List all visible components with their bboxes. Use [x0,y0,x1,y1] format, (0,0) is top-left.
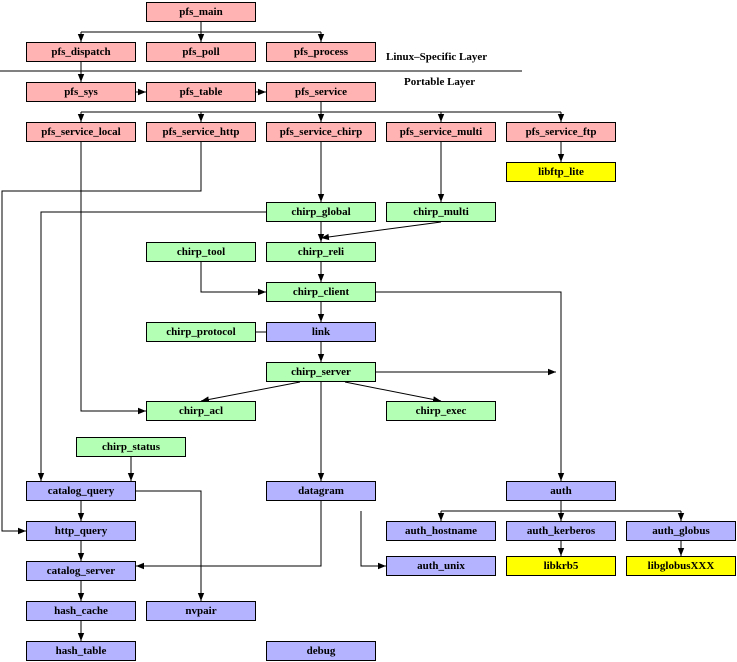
portable-layer-label: Portable Layer [404,76,476,88]
node-http-query: http_query [26,521,136,541]
node-chirp-global: chirp_global [266,202,376,222]
edge-multi-reli [320,221,442,241]
node-chirp-multi: chirp_multi [386,202,496,222]
node-link: link [266,322,376,342]
edge-server-acl [200,381,301,403]
node-auth-hostname: auth_hostname [386,521,496,541]
node-auth-globus: auth_globus [626,521,736,541]
edge-datagram-catalog-server [136,501,322,570]
node-pfs-dispatch: pfs_dispatch [26,42,136,62]
edge-local-to-chirp-acl [80,142,146,415]
edge-catalog-query-nvpair [136,490,205,601]
node-chirp-exec: chirp_exec [386,401,496,421]
node-chirp-client: chirp_client [266,282,376,302]
node-pfs-service-local: pfs_service_local [26,122,136,142]
node-chirp-reli: chirp_reli [266,242,376,262]
node-nvpair: nvpair [146,601,256,621]
node-pfs-service-chirp: pfs_service_chirp [266,122,376,142]
node-pfs-main: pfs_main [146,2,256,22]
edge-server-exec [344,381,442,403]
node-pfs-service: pfs_service [266,82,376,102]
edge-tool-client [200,262,266,296]
node-pfs-service-multi: pfs_service_multi [386,122,496,142]
node-chirp-protocol: chirp_protocol [146,322,256,342]
node-pfs-service-http: pfs_service_http [146,122,256,142]
node-chirp-acl: chirp_acl [146,401,256,421]
node-pfs-service-ftp: pfs_service_ftp [506,122,616,142]
node-chirp-status: chirp_status [76,437,186,457]
node-libglobusXXX: libglobusXXX [626,556,736,576]
node-pfs-table: pfs_table [146,82,256,102]
node-auth-unix: auth_unix [386,556,496,576]
node-libkrb5: libkrb5 [506,556,616,576]
node-pfs-sys: pfs_sys [26,82,136,102]
linux-layer-label: Linux–Specific Layer [386,51,488,63]
edge-auth-unix [360,511,386,570]
node-pfs-process: pfs_process [266,42,376,62]
edge-http-to-http-query [1,142,202,535]
node-chirp-server: chirp_server [266,362,376,382]
node-pfs-poll: pfs_poll [146,42,256,62]
node-datagram: datagram [266,481,376,501]
edge-client-to-auth [376,291,565,481]
node-hash-table: hash_table [26,641,136,661]
node-auth-kerberos: auth_kerberos [506,521,616,541]
node-catalog-server: catalog_server [26,561,136,581]
node-debug: debug [266,641,376,661]
node-libftp-lite: libftp_lite [506,162,616,182]
node-catalog-query: catalog_query [26,481,136,501]
node-hash-cache: hash_cache [26,601,136,621]
edge-global-to-catalog-query [37,211,266,481]
node-chirp-tool: chirp_tool [146,242,256,262]
node-auth: auth [506,481,616,501]
